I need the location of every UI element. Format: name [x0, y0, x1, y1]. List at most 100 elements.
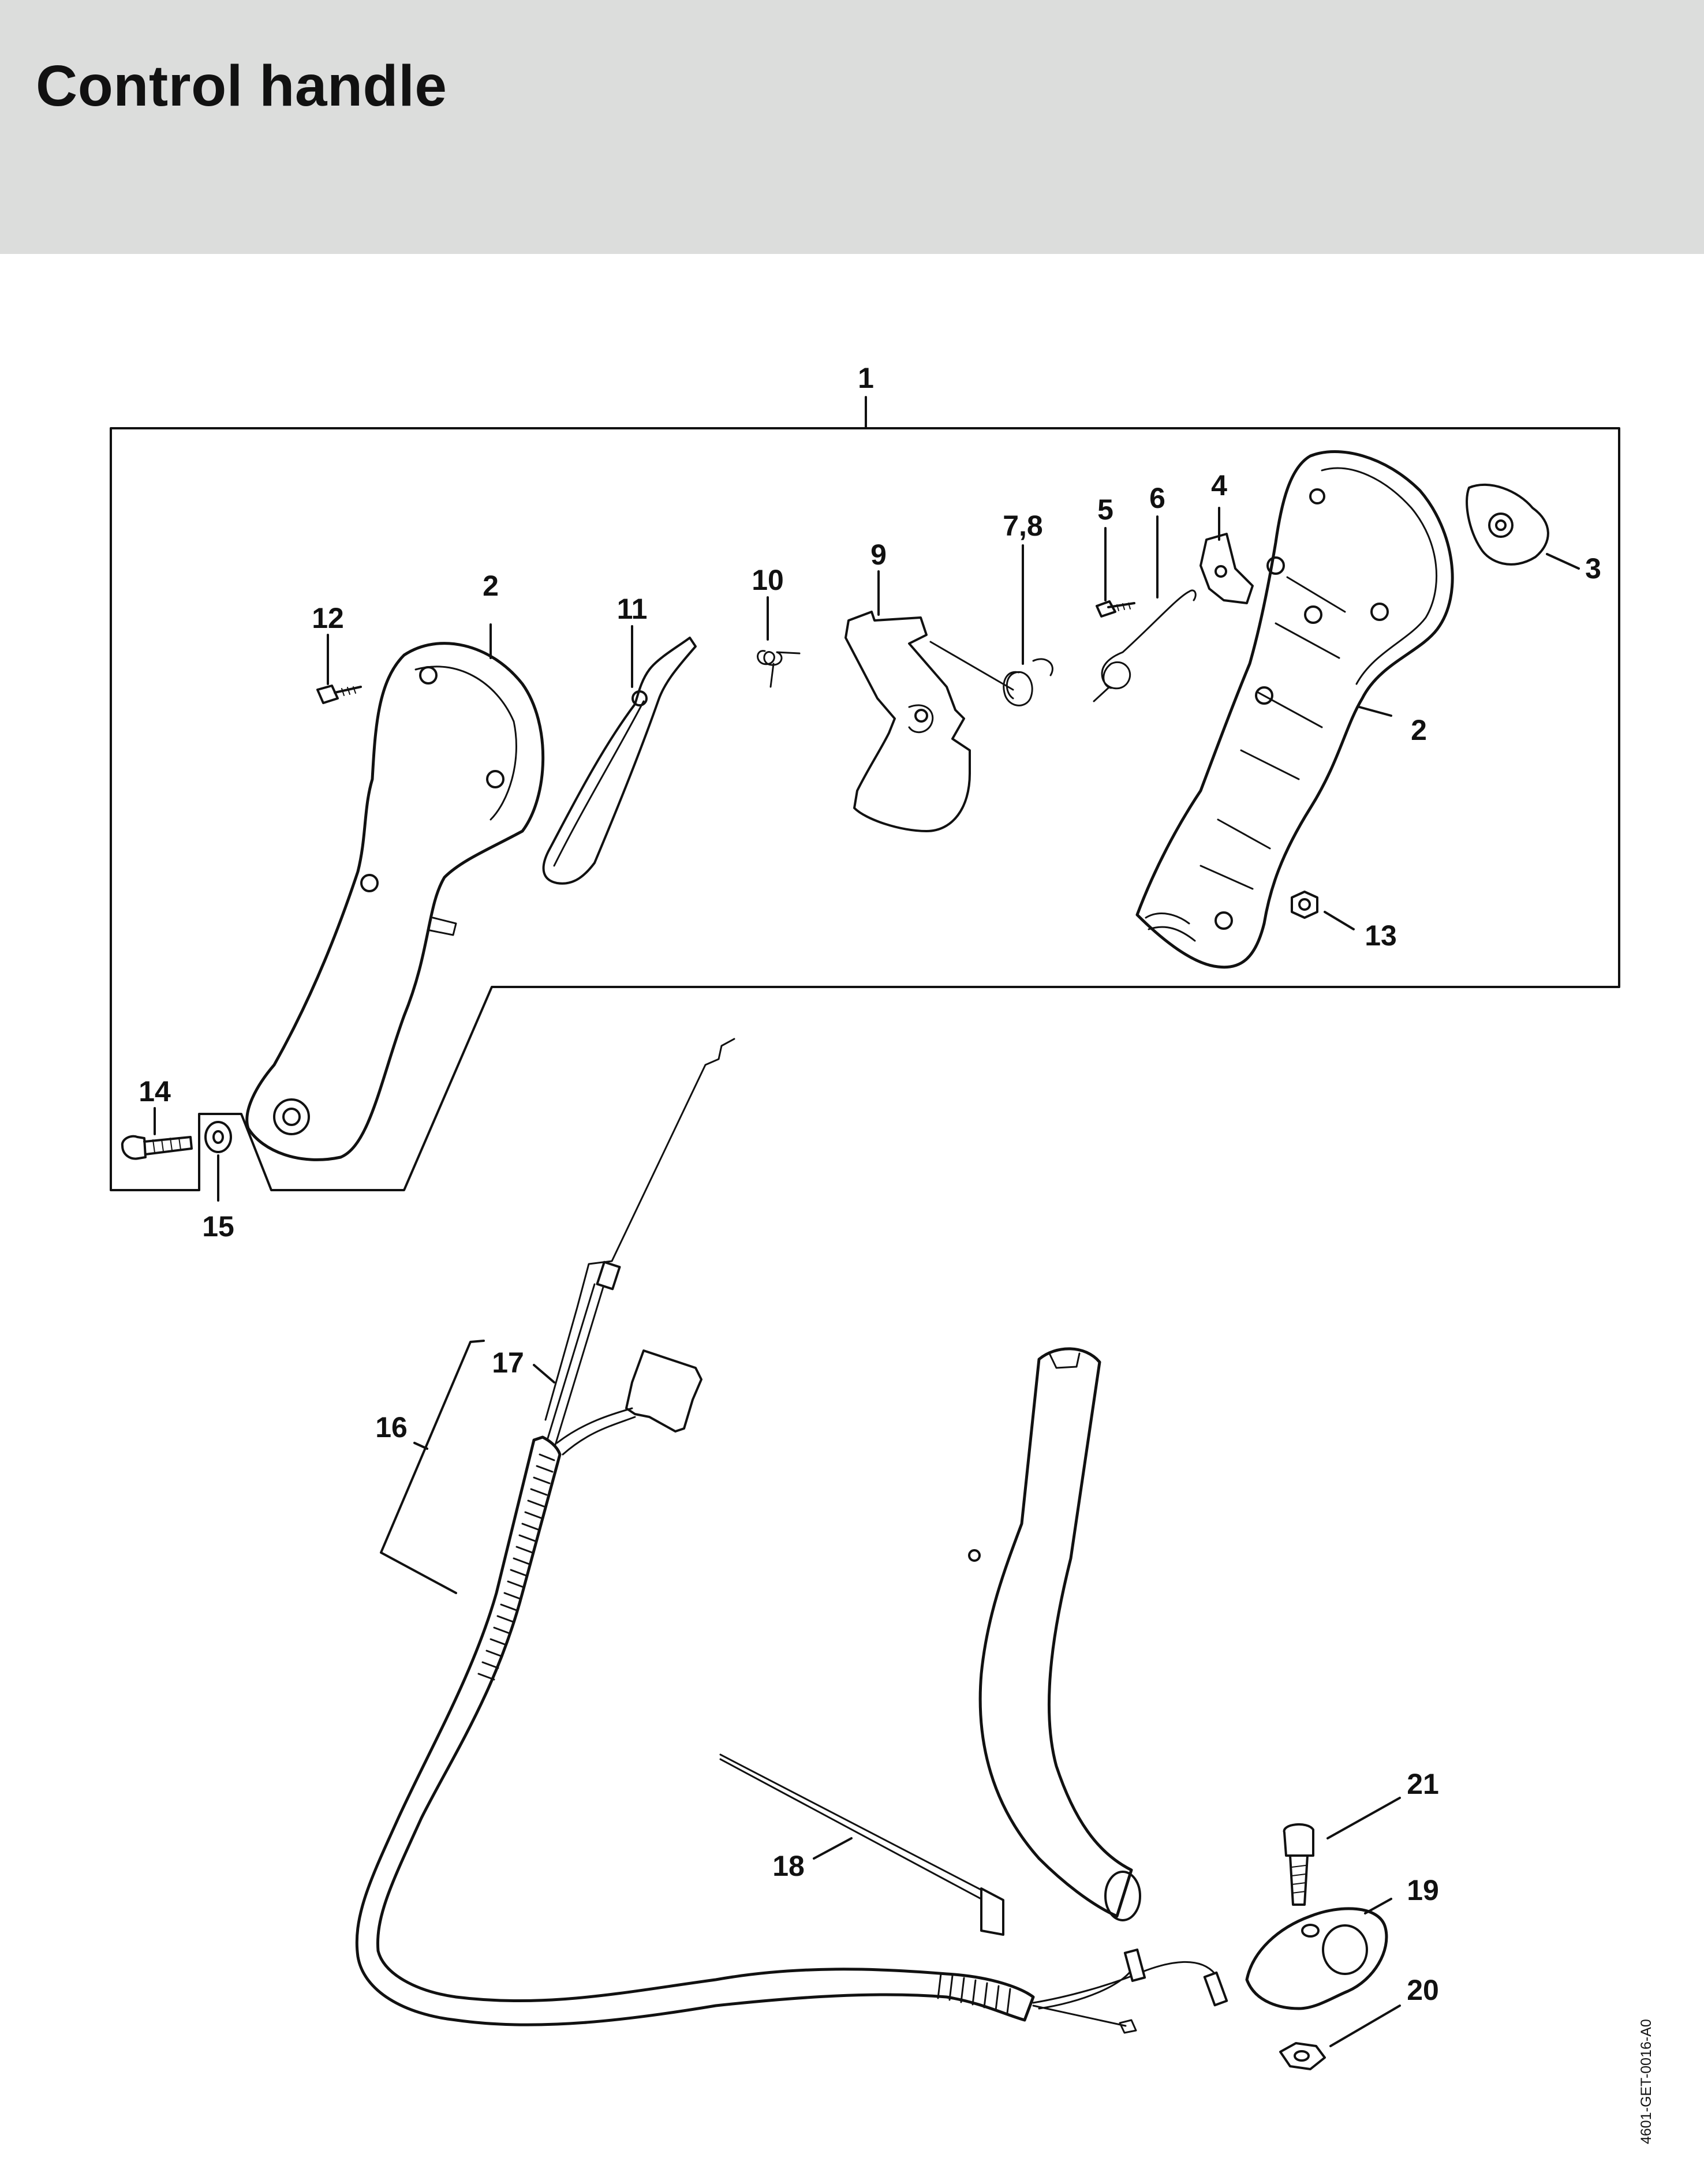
trigger-lever	[542, 637, 697, 885]
handle-cap-hole-inner	[1495, 519, 1507, 531]
wiring-harness-spiral-upper	[477, 1453, 555, 1681]
callout-2b: 2	[1411, 714, 1427, 746]
trigger-lever-pivot	[631, 690, 648, 706]
screw-21-thread	[1291, 1865, 1306, 1894]
hex-nut-20	[1279, 2042, 1326, 2070]
screw-small	[1096, 600, 1135, 618]
callout-3: 3	[1585, 552, 1601, 585]
leader-line-2b	[1358, 706, 1392, 717]
handle-right-boss-1	[1266, 556, 1285, 575]
cable-tie-head	[980, 1887, 1004, 1936]
handle-left-hole-low	[360, 874, 379, 892]
handle-right-boss-6	[1215, 911, 1233, 930]
spring-6	[1093, 589, 1197, 702]
handle-bar-hole	[968, 1549, 981, 1562]
callout-6: 6	[1149, 482, 1165, 514]
interlock-lever-pivot-ring	[908, 704, 934, 734]
handle-cap-hole	[1488, 513, 1514, 538]
hex-nut-20-hole	[1294, 2050, 1310, 2062]
callout-78: 7,8	[1003, 510, 1043, 542]
handle-bar-end	[1104, 1871, 1141, 1921]
callout-4: 4	[1211, 469, 1227, 502]
callout-10: 10	[752, 564, 784, 596]
wiring-harness-spiral-lower	[937, 1973, 1011, 2014]
interlock-lever	[844, 611, 971, 832]
callout-13: 13	[1365, 919, 1397, 952]
handle-half-left-inner	[414, 665, 517, 821]
leader-line-19	[1364, 1898, 1392, 1914]
stop-switch	[625, 1349, 702, 1433]
handle-left-hole-bottom	[273, 1098, 310, 1135]
screw-small-thread	[1116, 603, 1131, 611]
screw-12-thread	[341, 686, 356, 696]
callout-12: 12	[312, 602, 344, 634]
assembly-group-outline	[110, 427, 1620, 1191]
leader-line-16	[380, 1340, 485, 1594]
screw-14	[121, 1135, 193, 1160]
wire-end-ferrule	[1119, 2019, 1137, 2034]
callout-17: 17	[492, 1347, 524, 1379]
clamp	[1245, 1907, 1388, 2010]
handle-right-boss-4	[1370, 603, 1389, 621]
throttle-cable-tube	[544, 1283, 604, 1450]
handle-right-boss-2	[1309, 488, 1325, 504]
stop-switch-wires	[556, 1407, 636, 1456]
handle-left-hole-bottom-inner	[282, 1108, 301, 1126]
callout-11: 11	[617, 593, 648, 625]
callout-19: 19	[1407, 1874, 1439, 1906]
torsion-spring	[929, 641, 1053, 706]
screw-21	[1283, 1823, 1314, 1906]
callout-20: 20	[1407, 1974, 1439, 2006]
leader-line-20	[1329, 2005, 1401, 2047]
switch-contact	[1199, 533, 1254, 604]
page-title: Control handle	[36, 54, 447, 118]
throttle-cable	[544, 1038, 735, 1421]
handle-half-right	[1135, 450, 1454, 969]
handle-bar-slot	[1048, 1352, 1081, 1369]
hex-nut-13	[1291, 891, 1318, 919]
handle-half-left	[245, 642, 545, 1161]
clamp-screw-hole	[1301, 1924, 1320, 1938]
handle-right-rim	[1321, 467, 1438, 685]
washer-15	[204, 1121, 232, 1153]
diagram-code: 4601-GET-0016-A0	[1638, 2019, 1654, 2144]
handle-cap	[1466, 483, 1549, 566]
leader-line-13	[1324, 911, 1355, 930]
trigger-lever-ridge	[553, 700, 645, 867]
interlock-lever-pivot	[914, 709, 928, 723]
header-bar: Control handle	[0, 0, 1704, 254]
wire-connector-a	[1123, 1949, 1146, 1982]
handle-left-hole-mid	[486, 770, 505, 788]
handle-left-hole-top	[419, 666, 438, 685]
callout-18: 18	[772, 1850, 805, 1882]
screw-14-thread	[152, 1137, 181, 1153]
handle-right-ribs	[1199, 576, 1346, 890]
handle-right-boss-5	[1255, 686, 1273, 705]
cable-tie	[719, 1753, 1000, 1907]
callout-14: 14	[139, 1075, 171, 1108]
washer-15-hole	[212, 1130, 224, 1144]
callout-21: 21	[1407, 1768, 1439, 1800]
hex-nut-13-hole	[1298, 898, 1311, 911]
handle-right-boss-3	[1304, 605, 1322, 624]
leader-line-3	[1546, 553, 1580, 570]
handle-left-tab	[429, 917, 457, 936]
handle-right-grip	[1145, 913, 1196, 942]
handle-bar	[978, 1347, 1133, 1918]
leader-line-21	[1326, 1797, 1401, 1839]
callout-5: 5	[1097, 493, 1113, 526]
callout-2a: 2	[483, 570, 499, 602]
leader-line-17	[533, 1364, 555, 1383]
callout-9: 9	[870, 538, 887, 571]
clamp-bore	[1322, 1924, 1368, 1975]
leader-line-16-stub	[413, 1442, 428, 1450]
spring-small	[757, 650, 801, 688]
leader-line-18	[813, 1837, 853, 1860]
wiring-harness-end-wires	[1032, 1961, 1216, 2027]
callout-15: 15	[202, 1210, 234, 1243]
callout-1: 1	[858, 362, 874, 394]
callout-16: 16	[375, 1411, 408, 1443]
throttle-cable-ferrule	[596, 1261, 621, 1291]
wire-connector-b	[1203, 1971, 1228, 2007]
